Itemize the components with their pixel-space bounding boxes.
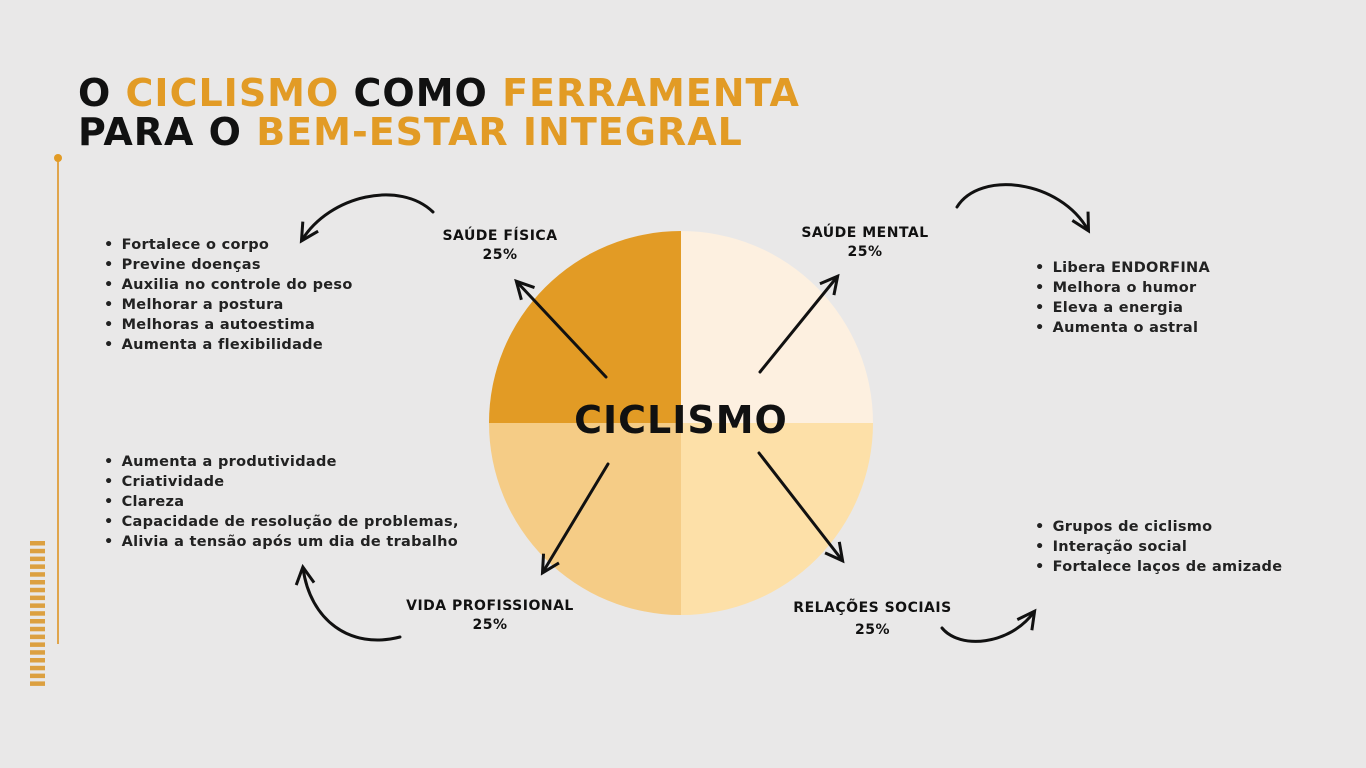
title-accent-text: BEM-ESTAR INTEGRAL [256,110,743,154]
stripe [30,603,45,608]
curved-arrow-mental [955,183,1088,230]
list-item: Melhora o humor [1035,278,1210,298]
list-item: Melhoras a autoestima [104,315,353,335]
section-percent: 25% [854,622,890,638]
list-item: Fortalece o corpo [104,235,353,255]
list-item: Fortalece laços de amizade [1035,557,1282,577]
label-saude-mental: SAÚDE MENTAL 25% [785,224,945,262]
stripe [30,572,45,577]
arrow-to-sociais [757,451,842,560]
arrow-to-profissional [543,462,610,572]
title-text: O [78,71,126,115]
list-item: Alivia a tensão após um dia de trabalho [104,532,459,552]
label-relacoes-sociais: RELAÇÕES SOCIAIS 25% [780,597,965,641]
stripe [30,642,45,647]
section-title: SAÚDE MENTAL [801,225,929,241]
stripe [30,634,45,640]
list-relacoes-sociais: Grupos de ciclismoInteração socialFortal… [1035,517,1282,577]
title-text: PARA O [78,110,257,154]
section-title: SAÚDE FÍSICA [442,228,558,244]
quadrant-vida-profissional [489,423,681,615]
section-title: RELAÇÕES SOCIAIS [793,600,952,616]
title-accent-text: FERRAMENTA [502,71,800,115]
stripe [30,556,45,562]
stripe [30,650,45,655]
label-vida-profissional: VIDA PROFISSIONAL 25% [395,597,585,635]
curved-arrow-profissional [303,568,402,642]
section-percent: 25% [482,247,518,263]
title-line-2: PARA O BEM-ESTAR INTEGRAL [78,110,743,154]
list-item: Capacidade de resolução de problemas, [104,512,459,532]
center-label: CICLISMO [574,398,788,442]
stripe [30,626,45,632]
stripe [30,595,45,601]
stripe [30,541,45,546]
stripe [30,673,45,679]
list-item: Previne doenças [104,255,353,275]
list-item: Libera ENDORFINA [1035,258,1210,278]
stripe [30,658,45,663]
list-item: Clareza [104,492,459,512]
section-percent: 25% [847,244,883,260]
stripe [30,665,45,671]
list-saude-fisica: Fortalece o corpoPrevine doençasAuxilia … [104,235,353,355]
arrow-to-mental [758,277,837,374]
curved-arrow-sociais [940,612,1034,643]
list-item: Eleva a energia [1035,298,1210,318]
stripe [30,580,45,585]
stripe [30,564,45,569]
section-percent: 25% [472,617,508,633]
arrow-to-fisica [517,282,608,379]
list-saude-mental: Libera ENDORFINAMelhora o humorEleva a e… [1035,258,1210,338]
title-line-1: O CICLISMO COMO FERRAMENTA [78,71,800,115]
section-title: VIDA PROFISSIONAL [406,598,574,614]
striped-decoration [30,541,45,686]
title-accent-text: CICLISMO [125,71,340,115]
quadrant-saude-mental [681,231,873,423]
list-item: Auxilia no controle do peso [104,275,353,295]
stripe [30,619,45,624]
stripe [30,548,45,554]
list-vida-profissional: Aumenta a produtividadeCriatividadeClare… [104,452,459,552]
quadrant-relacoes-sociais [681,423,873,615]
list-item: Grupos de ciclismo [1035,517,1282,537]
label-saude-fisica: SAÚDE FÍSICA 25% [430,227,570,265]
curved-arrow-fisica [302,193,435,240]
list-item: Aumenta a flexibilidade [104,335,353,355]
list-item: Interação social [1035,537,1282,557]
list-item: Criatividade [104,472,459,492]
stripe [30,611,45,616]
stripe [30,681,45,686]
title-text: COMO [339,71,503,115]
list-item: Aumenta a produtividade [104,452,459,472]
list-item: Aumenta o astral [1035,318,1210,338]
list-item: Melhorar a postura [104,295,353,315]
side-line-dot [54,154,62,162]
stripe [30,587,45,593]
quadrant-saude-fisica [489,231,681,423]
